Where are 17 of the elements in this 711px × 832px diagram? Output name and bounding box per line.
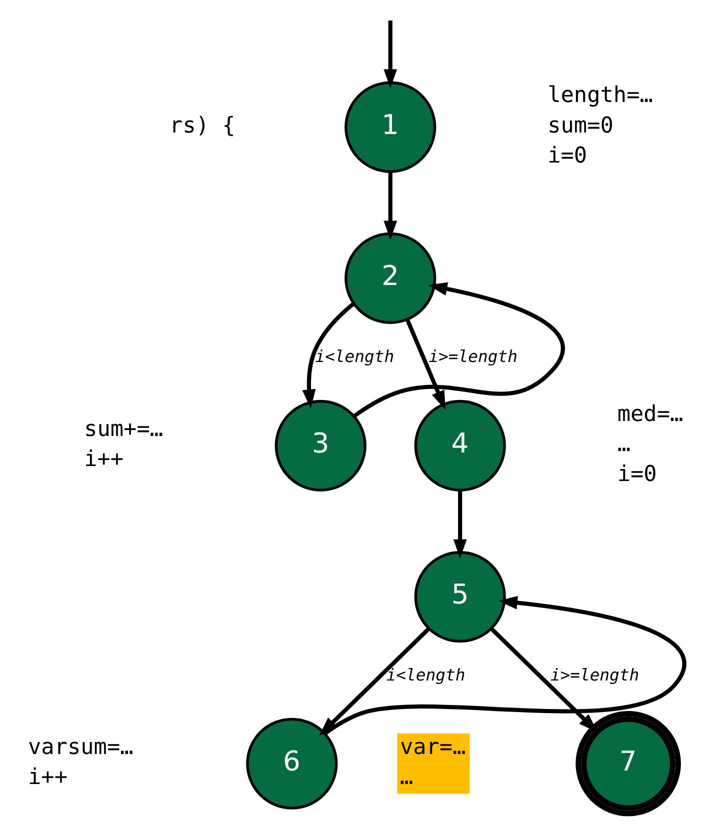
node-label: … (400, 764, 414, 790)
edge-label: i<length (386, 664, 466, 684)
node-label: sum=0 (548, 112, 614, 138)
node-label: i++ (28, 764, 68, 790)
node-label: length=… (548, 82, 653, 108)
edge-label: i>=length (550, 664, 640, 684)
node-label: varsum=… (28, 734, 134, 760)
edge-label: i<length (315, 346, 394, 366)
node-label: i=0 (548, 142, 588, 168)
label: rs) { (170, 112, 236, 138)
node-label: i=0 (617, 461, 657, 486)
node-label: med=… (617, 401, 684, 426)
node-label: sum+=… (84, 416, 164, 442)
node-label: var=… (400, 734, 466, 760)
edge-label: i>=length (428, 346, 518, 366)
node-label: i++ (84, 446, 124, 472)
node-label: … (617, 431, 631, 456)
